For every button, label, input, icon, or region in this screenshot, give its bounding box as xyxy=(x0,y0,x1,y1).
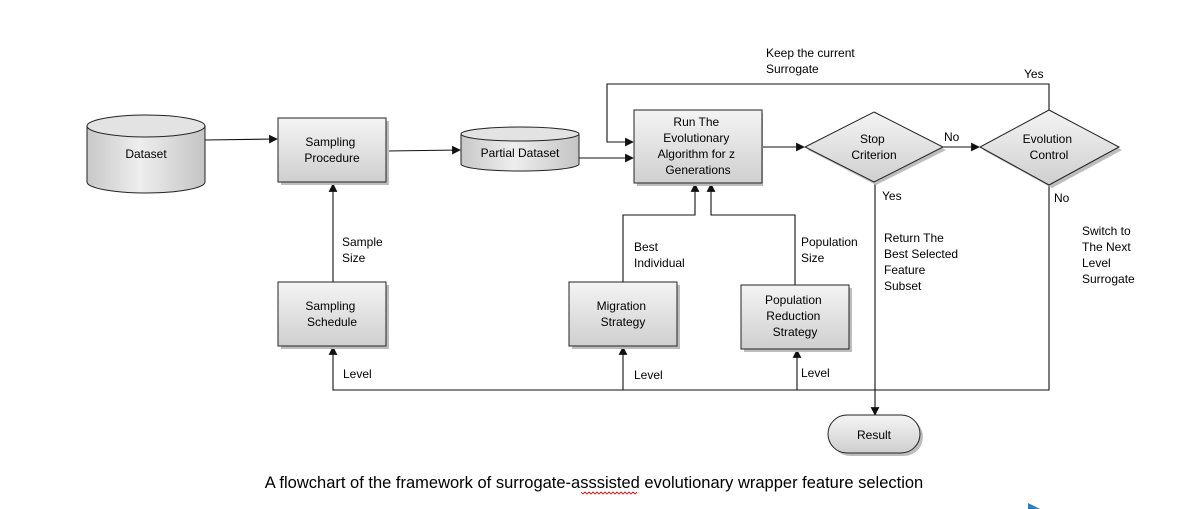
dataset-label: Dataset xyxy=(125,147,167,161)
svg-text:Best Individual: Best Individual xyxy=(634,240,685,270)
edge-evolution-level-bus xyxy=(328,185,1050,391)
run-evolutionary-label-line-4: Generations xyxy=(665,163,730,177)
migration-strategy-node[interactable]: Migration Strategy xyxy=(568,281,680,349)
dataset-cylinder-top xyxy=(86,114,206,138)
no-right-label: No xyxy=(944,130,960,144)
svg-text:Sample Size: Sample Size xyxy=(342,235,386,265)
run-evolutionary-label-line-1: Run The xyxy=(673,115,719,129)
migration-strategy-box xyxy=(568,281,678,347)
run-evolutionary-node[interactable]: Run The Evolutionary Algorithm for z Gen… xyxy=(633,109,763,186)
population-size-label-line-2: Size xyxy=(801,251,825,265)
best-individual-label-line-2: Individual xyxy=(634,256,685,270)
svg-text:Switch to The Next Lev: Switch to The Next Level Surrogate xyxy=(1082,224,1135,286)
sampling-schedule-label-line-2: Schedule xyxy=(307,315,357,329)
level-label-migration: Level xyxy=(634,368,663,382)
migration-strategy-label-line-1: Migration xyxy=(597,299,646,313)
result-box xyxy=(827,414,921,454)
result-label: Result xyxy=(857,428,892,442)
switch-next-label-line-1: Switch to xyxy=(1082,224,1131,238)
keep-surrogate-label-line-2: Surrogate xyxy=(766,62,819,76)
keep-surrogate-label-line-1: Keep the current xyxy=(766,46,855,60)
run-evolutionary-box xyxy=(633,109,763,184)
svg-text:Keep the current Surrogate: Keep the current Surrogate xyxy=(766,46,858,76)
population-reduction-box xyxy=(740,284,850,350)
stop-criterion-node[interactable]: Stop Criterion xyxy=(803,111,946,185)
evolution-control-label-line-1: Evolution xyxy=(1023,132,1072,146)
connectors xyxy=(204,83,1050,416)
edge-migration-to-run xyxy=(622,183,700,282)
level-label-reduction: Level xyxy=(801,366,830,380)
edge-dataset-to-sampling xyxy=(204,134,278,144)
partial-dataset-label: Partial Dataset xyxy=(481,146,560,160)
sample-size-label-line-2: Size xyxy=(342,251,366,265)
svg-text:Stop Criterion: Stop Criterion xyxy=(851,132,896,162)
partial-dataset-cylinder-top xyxy=(460,126,580,142)
best-individual-label-line-1: Best xyxy=(634,240,659,254)
return-best-label-line-2: Best Selected xyxy=(884,247,958,261)
population-reduction-node[interactable]: Population Reduction Strategy xyxy=(740,284,852,352)
migration-strategy-label-line-2: Strategy xyxy=(601,315,646,329)
svg-text:Migration Strategy: Migration Strategy xyxy=(597,299,650,329)
svg-text:Run The Evolutionary: Run The Evolutionary Algorithm for z Gen… xyxy=(658,115,739,177)
sampling-schedule-label-line-1: Sampling xyxy=(305,299,355,313)
edge-evolution-loop-yes xyxy=(606,83,1050,147)
dataset-node[interactable]: Dataset xyxy=(86,114,206,194)
dataset-cylinder-body xyxy=(86,126,206,194)
population-reduction-label-line-2: Reduction xyxy=(766,309,820,323)
no-down-label: No xyxy=(1054,191,1070,205)
sampling-procedure-label-line-1: Sampling xyxy=(305,135,355,149)
return-best-label-line-1: Return The xyxy=(884,231,944,245)
spellcheck-underline xyxy=(580,491,638,495)
return-best-label-line-4: Subset xyxy=(884,279,922,293)
partial-dataset-cylinder-body xyxy=(460,134,580,172)
run-evolutionary-label-line-3: Algorithm for z xyxy=(658,147,735,161)
result-node[interactable]: Result xyxy=(827,414,923,456)
stop-criterion-label-line-1: Stop xyxy=(860,132,885,146)
population-size-label-line-1: Population xyxy=(801,235,858,249)
svg-text:Return The Best Selected: Return The Best Selected Feature Subset xyxy=(884,231,961,293)
yes-top-label: Yes xyxy=(1024,67,1044,81)
switch-next-label-line-4: Surrogate xyxy=(1082,272,1135,286)
population-reduction-label-line-3: Strategy xyxy=(773,325,818,339)
sampling-procedure-label-line-2: Procedure xyxy=(304,151,360,165)
svg-text:Sampling Procedure: Sampling Procedure xyxy=(304,135,360,165)
run-evolutionary-label-line-2: Evolutionary xyxy=(663,131,729,145)
svg-text:Evolution Control: Evolution Control xyxy=(1023,132,1076,162)
corner-marker-icon xyxy=(1028,503,1040,509)
evolution-control-diamond xyxy=(978,109,1121,186)
level-label-schedule: Level xyxy=(343,367,372,381)
switch-next-label-line-2: The Next xyxy=(1082,240,1131,254)
edge-sampling-to-partial xyxy=(386,145,461,155)
sampling-procedure-box xyxy=(277,117,387,183)
svg-text:Population Size: Population Size xyxy=(801,235,861,265)
partial-dataset-node[interactable]: Partial Dataset xyxy=(460,126,580,172)
sampling-procedure-node[interactable]: Sampling Procedure xyxy=(277,117,389,185)
svg-text:Population Reduction: Population Reduction Strategy xyxy=(765,293,825,339)
edge-reduction-to-run xyxy=(706,183,796,285)
sample-size-label-line-1: Sample xyxy=(342,235,383,249)
return-best-label-line-3: Feature xyxy=(884,263,926,277)
stop-criterion-label-line-2: Criterion xyxy=(851,148,896,162)
svg-text:Sampling Schedule: Sampling Schedule xyxy=(305,299,358,329)
evolution-control-label-line-2: Control xyxy=(1030,148,1069,162)
population-reduction-label-line-1: Population xyxy=(765,293,822,307)
stop-criterion-diamond xyxy=(803,111,945,183)
figure-caption: A flowchart of the framework of surrogat… xyxy=(265,474,924,492)
sampling-schedule-box xyxy=(277,281,387,347)
evolution-control-node[interactable]: Evolution Control xyxy=(978,109,1122,188)
yes-down-label: Yes xyxy=(882,189,902,203)
sampling-schedule-node[interactable]: Sampling Schedule xyxy=(277,281,389,349)
switch-next-label-line-3: Level xyxy=(1082,256,1111,270)
